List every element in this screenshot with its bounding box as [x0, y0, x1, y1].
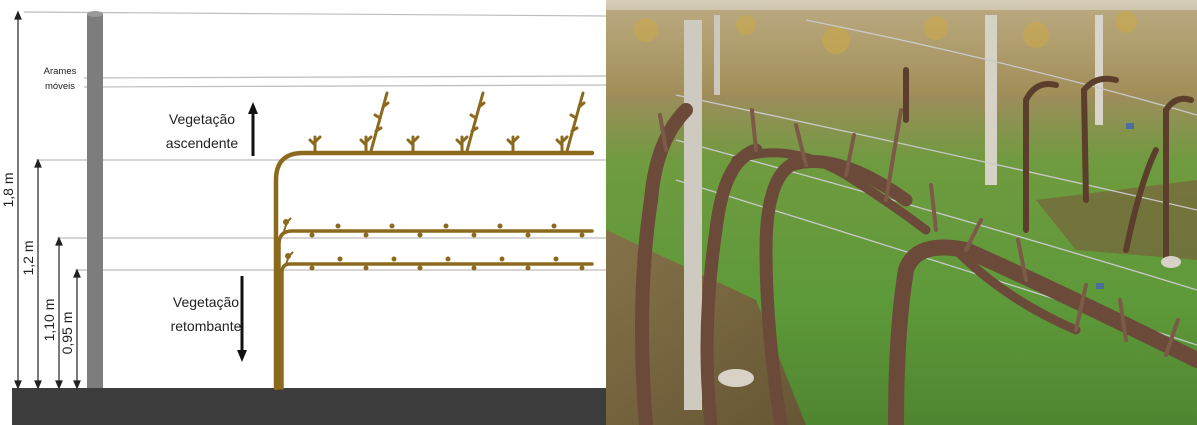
trellis-diagram: 1,8 m 1,2 m 1,10 m 0,95 m Arames móveis … — [0, 10, 606, 425]
vine-middle-cordon — [277, 229, 594, 390]
up-arrow — [248, 102, 258, 156]
soil-patch-right — [1036, 180, 1197, 260]
height-label-1-10m: 1,10 m — [41, 299, 57, 342]
ascending-vegetation-label-line1: Vegetação — [169, 111, 235, 127]
down-arrow — [237, 276, 247, 362]
vine-lower-cordon — [280, 262, 594, 390]
cordon-bud-stems — [283, 217, 294, 265]
movable-wire-lower — [83, 84, 606, 88]
height-label-1-2m: 1,2 m — [20, 240, 36, 275]
movable-wires-label-line2: móveis — [45, 81, 75, 92]
movable-wires-label-line1: Arames — [44, 66, 77, 77]
top-wire — [23, 11, 606, 17]
ascending-vegetation-label-line2: ascendente — [166, 135, 239, 151]
height-label-0-95m: 0,95 m — [59, 312, 75, 355]
background-vines — [903, 67, 1194, 263]
ground-stones — [718, 256, 1181, 387]
vineyard-photo — [606, 0, 1197, 425]
trellis-post — [87, 14, 103, 388]
vine-trunk-upper-cordon — [273, 150, 595, 391]
wire-clips — [1096, 123, 1134, 289]
height-arrows — [14, 10, 81, 390]
drooping-vegetation-label-line1: Vegetação — [173, 294, 239, 310]
height-label-1-8m: 1,8 m — [0, 172, 16, 207]
drooping-vegetation-label-line2: retombante — [171, 318, 242, 334]
ascending-shoots — [308, 91, 586, 153]
movable-wire-upper — [83, 75, 606, 79]
vine-spurs — [658, 108, 1180, 357]
vine — [273, 150, 595, 391]
ground — [12, 388, 606, 425]
post-top — [87, 11, 103, 17]
yellow-leaves — [634, 11, 1137, 54]
